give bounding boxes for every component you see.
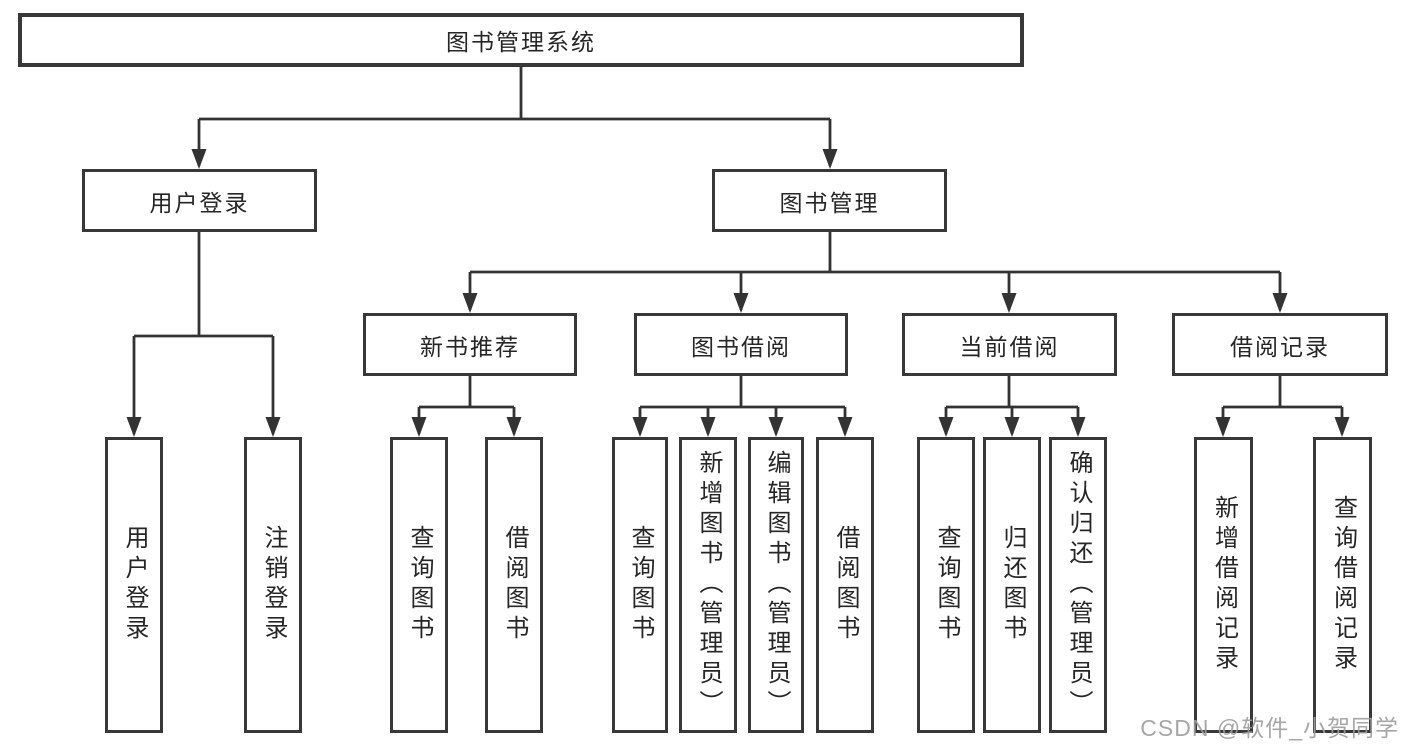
node-current-borrow-label: 当前借阅 [959, 333, 1060, 360]
arrowhead-book-management [822, 149, 838, 169]
arrowhead-current-confirm [1070, 417, 1086, 437]
leaf-records-query-borrow-record-label: 查询借阅记录 [1329, 495, 1357, 675]
arrowhead-user-login [191, 149, 207, 169]
node-user-login-label: 用户登录 [149, 189, 250, 216]
node-book-borrow: 图书借阅 [634, 313, 848, 376]
arrowhead-newbook-query [411, 417, 427, 437]
arrowhead-borrow-edit [768, 417, 784, 437]
node-book-borrow-label: 图书借阅 [691, 333, 791, 360]
leaf-newbook-borrow-books-label: 借阅图书 [501, 525, 528, 645]
leaf-records-query-borrow-record: 查询借阅记录 [1313, 437, 1372, 733]
node-library-system: 图书管理系统 [18, 13, 1024, 67]
leaf-borrow-query-books-label: 查询图书 [627, 525, 654, 645]
leaf-current-query-books-label: 查询图书 [933, 525, 960, 645]
csdn-watermark: CSDN @软件_小贺同学 [1140, 715, 1399, 741]
arrowhead-new-book [462, 293, 478, 313]
node-library-system-label: 图书管理系统 [446, 29, 596, 55]
arrowhead-borrow-records [1272, 293, 1288, 313]
node-borrow-records-label: 借阅记录 [1230, 333, 1330, 360]
leaf-borrow-borrow-books-label: 借阅图书 [832, 525, 859, 645]
leaf-borrow-borrow-books: 借阅图书 [816, 437, 874, 733]
arrowhead-borrow-query [632, 417, 648, 437]
leaf-newbook-query-books: 查询图书 [390, 437, 448, 733]
node-user-login: 用户登录 [82, 169, 317, 232]
arrowhead-newbook-borrow [506, 417, 522, 437]
arrowhead-leaf-logout [265, 417, 281, 437]
leaf-newbook-query-books-label: 查询图书 [406, 525, 433, 645]
arrowhead-current-return [1004, 417, 1020, 437]
leaf-borrow-add-books-admin-label: 新增图书（管理员） [695, 450, 722, 720]
node-borrow-records: 借阅记录 [1172, 313, 1388, 376]
arrowhead-book-borrow [733, 293, 749, 313]
leaf-borrow-edit-books-admin: 编辑图书（管理员） [748, 437, 804, 733]
node-new-book-recommend: 新书推荐 [363, 313, 577, 376]
leaf-user-login-label: 用户登录 [121, 525, 148, 645]
leaf-borrow-query-books: 查询图书 [612, 437, 668, 733]
node-current-borrow: 当前借阅 [902, 313, 1117, 376]
node-book-management-label: 图书管理 [779, 189, 880, 216]
leaf-records-add-borrow-record: 新增借阅记录 [1194, 437, 1253, 733]
leaf-newbook-borrow-books: 借阅图书 [485, 437, 543, 733]
node-book-management: 图书管理 [712, 169, 947, 232]
leaf-borrow-edit-books-admin-label: 编辑图书（管理员） [763, 450, 790, 720]
leaf-logout: 注销登录 [244, 437, 302, 733]
arrowhead-leaf-user-login [126, 417, 142, 437]
leaf-borrow-add-books-admin: 新增图书（管理员） [679, 437, 737, 733]
arrowhead-records-query [1334, 417, 1350, 437]
arrowhead-borrow-add [700, 417, 716, 437]
leaf-current-confirm-return-admin: 确认归还（管理员） [1049, 437, 1107, 733]
arrowhead-current-query [938, 417, 954, 437]
arrowhead-current-borrow [1001, 293, 1017, 313]
arrowhead-records-add [1215, 417, 1231, 437]
leaf-current-return-books-label: 归还图书 [999, 525, 1026, 645]
leaf-current-confirm-return-admin-label: 确认归还（管理员） [1065, 450, 1092, 720]
leaf-records-add-borrow-record-label: 新增借阅记录 [1210, 495, 1238, 675]
leaf-current-return-books: 归还图书 [983, 437, 1041, 733]
node-new-book-recommend-label: 新书推荐 [420, 333, 520, 360]
leaf-current-query-books: 查询图书 [917, 437, 975, 733]
leaf-user-login: 用户登录 [105, 437, 163, 733]
leaf-logout-label: 注销登录 [260, 525, 287, 645]
arrowhead-borrow-borrow [837, 417, 853, 437]
